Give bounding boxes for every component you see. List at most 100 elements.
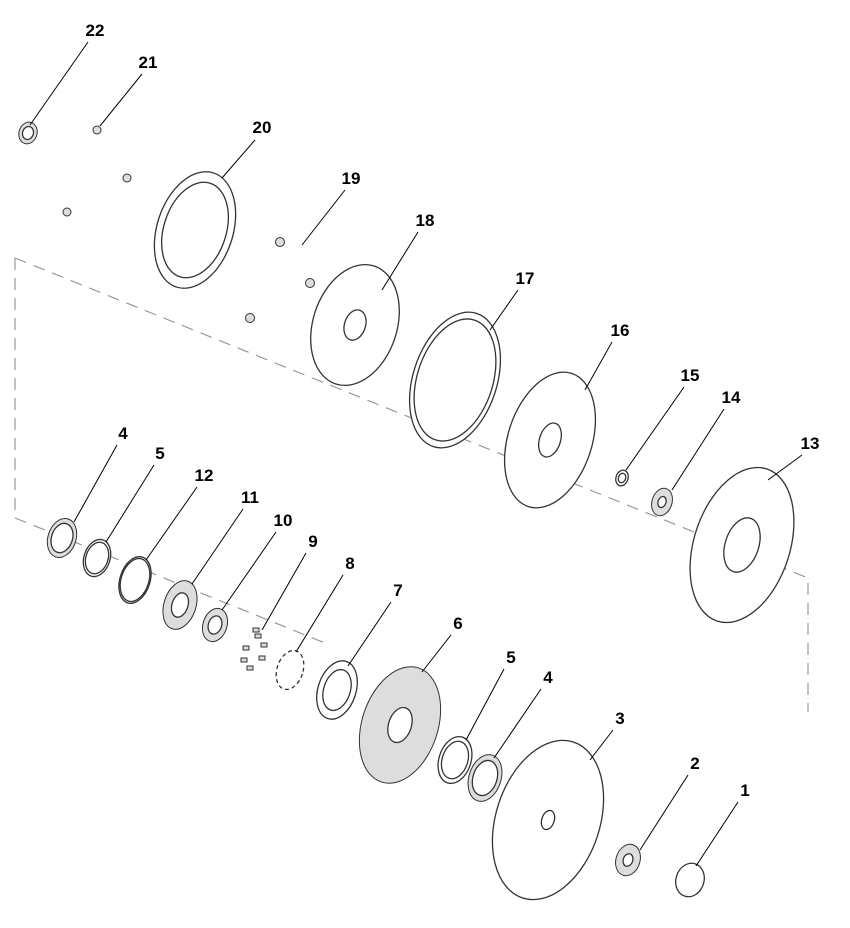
callout-8: 8	[345, 554, 354, 573]
callout-9: 9	[308, 532, 317, 551]
callout-1: 1	[740, 781, 749, 800]
leader-line	[105, 464, 155, 543]
part-16-pump	[503, 371, 597, 509]
part-2-hub	[615, 843, 641, 877]
callout-18: 18	[416, 211, 435, 230]
part-21-screw	[122, 173, 132, 183]
part-17-o-ring-inner	[413, 318, 497, 442]
part-21-screw	[62, 207, 72, 217]
part-15-o-ring-inner	[617, 472, 627, 484]
part-9-roller	[252, 627, 260, 633]
part-3-impeller-housing	[491, 739, 605, 901]
leader-lines	[29, 41, 803, 867]
part-9-roller	[246, 665, 254, 671]
part-9-roller	[240, 657, 248, 663]
part-14-hub-inner	[657, 495, 667, 509]
leader-line	[625, 386, 685, 471]
part-22-bushing	[18, 121, 38, 145]
parts-group	[18, 121, 795, 901]
part-18-cover-inner	[343, 309, 367, 341]
part-5b-washer	[437, 735, 473, 785]
callout-13: 13	[801, 434, 820, 453]
part-17-o-ring	[408, 311, 502, 449]
callout-22: 22	[86, 21, 105, 40]
callout-labels: 22 21 20 19 18 17 16 15 14 13 4 5 12 11 …	[86, 21, 820, 800]
part-7-clutch-inner	[322, 668, 352, 712]
part-7-clutch	[316, 660, 358, 720]
leader-line	[695, 801, 739, 867]
part-5a-washer	[82, 538, 112, 578]
part-9-roller	[242, 645, 250, 651]
leader-line	[73, 444, 118, 523]
part-9-roller	[254, 633, 262, 639]
callout-5b: 5	[506, 648, 515, 667]
part-12-snap-ring-inner	[119, 557, 151, 603]
callout-3: 3	[615, 709, 624, 728]
part-19-nut	[275, 237, 285, 247]
callout-12: 12	[195, 466, 214, 485]
part-15-o-ring	[615, 469, 629, 487]
leader-line	[639, 774, 689, 851]
leader-line	[465, 668, 505, 741]
part-13-turbine	[689, 466, 795, 624]
part-3-impeller-housing-inner	[540, 809, 556, 831]
part-4b-washer-inner	[471, 759, 499, 797]
part-11-washer	[162, 580, 198, 630]
callout-4a: 4	[118, 424, 128, 443]
leader-line	[381, 231, 419, 291]
leader-line	[489, 289, 519, 331]
part-5b-washer-inner	[440, 740, 470, 780]
leader-line	[261, 552, 307, 631]
callout-16: 16	[611, 321, 630, 340]
part-5a-washer-inner	[84, 541, 110, 575]
part-19-nut	[305, 278, 315, 288]
part-2-hub-inner	[622, 853, 634, 867]
part-4b-washer	[467, 754, 503, 802]
assembly-boundary	[14, 257, 809, 712]
part-6-stator-inner	[387, 706, 413, 744]
part-20-adapter-plate-inner	[161, 181, 229, 279]
part-1-pilot	[675, 862, 705, 898]
part-22-bushing-inner	[21, 125, 35, 141]
leader-line	[145, 486, 198, 561]
part-1-pilot-outer	[675, 862, 705, 898]
leader-line	[191, 508, 244, 585]
callout-10: 10	[274, 511, 293, 530]
leader-line	[221, 531, 277, 611]
leader-line	[584, 341, 613, 391]
part-10-bearing-inner	[207, 615, 223, 635]
callout-6: 6	[453, 614, 462, 633]
part-12-snap-ring	[118, 556, 152, 604]
callout-20: 20	[253, 118, 272, 137]
assembly-boundary-left	[14, 258, 331, 646]
leader-line	[221, 139, 256, 179]
callout-5a: 5	[155, 444, 164, 463]
part-10-bearing	[201, 607, 229, 643]
leader-line	[589, 729, 614, 761]
part-4a-washer	[46, 517, 78, 559]
leader-line	[29, 41, 89, 126]
part-11-washer-inner	[170, 592, 190, 618]
part-6-stator	[358, 666, 442, 784]
callout-2: 2	[690, 754, 699, 773]
leader-line	[767, 454, 803, 481]
callout-17: 17	[516, 269, 535, 288]
callout-7: 7	[393, 581, 402, 600]
leader-line	[493, 688, 542, 759]
callout-15: 15	[681, 366, 700, 385]
callout-4b: 4	[543, 668, 553, 687]
leader-line	[671, 408, 725, 491]
leader-line	[99, 73, 143, 127]
part-4a-washer-inner	[50, 522, 74, 554]
leader-line	[301, 189, 346, 246]
callout-14: 14	[722, 388, 741, 407]
part-9-roller	[258, 655, 266, 661]
part-13-turbine-inner	[723, 517, 761, 573]
leader-line	[347, 601, 392, 667]
part-19-nut	[245, 313, 255, 323]
part-9-roller	[260, 642, 268, 648]
part-20-adapter-plate	[153, 171, 237, 289]
part-8-spring-set	[275, 649, 305, 691]
